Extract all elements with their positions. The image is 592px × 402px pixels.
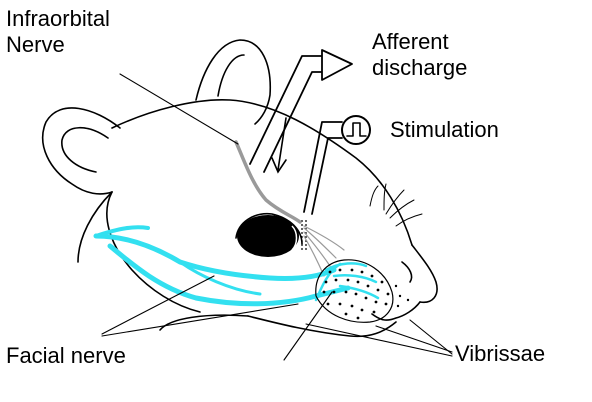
afferent-arrowhead <box>321 49 353 81</box>
afferent-arrow-left-edge <box>249 55 323 165</box>
back-ear-outline <box>195 39 272 125</box>
jaw-outline <box>247 315 397 338</box>
facial-nerve-snout-1 <box>324 262 368 272</box>
facial-nerve-branch-upper <box>94 225 150 238</box>
mouth-outline <box>371 301 421 321</box>
afferent-arrow-right-edge <box>263 71 323 173</box>
throat-outline <box>159 314 249 331</box>
stimulation-electrode <box>303 121 343 213</box>
afferent-label-line2: discharge <box>372 55 468 80</box>
back-ear-inner <box>217 54 245 97</box>
vibrissae-pointer-2 <box>305 323 453 357</box>
facial-nerve-snout-4 <box>314 262 342 302</box>
stimulation-symbol <box>341 115 371 145</box>
infraorbital-branch-4 <box>303 225 345 251</box>
stimulation-electrode-inner <box>311 137 343 215</box>
snout-outline <box>411 244 438 304</box>
facial-pointer-3 <box>283 291 333 361</box>
front-ear-outline <box>41 107 121 195</box>
cheek-outline <box>106 191 201 313</box>
facial-nerve-snout-3 <box>338 284 380 300</box>
neck-outline <box>77 191 113 263</box>
front-ear-inner <box>61 126 109 173</box>
afferent-discharge-label: Afferent discharge <box>372 29 467 81</box>
downward-arrowhead <box>271 157 287 174</box>
facial-pointer-2 <box>101 303 299 337</box>
infraorbital-label-line2: Nerve <box>6 32 65 57</box>
whiskers <box>369 183 423 227</box>
facial-pointer-1 <box>101 275 215 335</box>
facial-nerve-branch-lower <box>107 243 351 307</box>
vibrissae-follicles <box>322 268 410 320</box>
vibrissae-pointer-1 <box>375 325 453 353</box>
facial-nerve-branch-mid <box>178 260 262 296</box>
whisker-pad-outline <box>315 259 394 323</box>
vibrissae-label: Vibrissae <box>455 341 546 366</box>
eye <box>237 215 299 257</box>
stimulation-label: Stimulation <box>390 117 499 142</box>
infraorbital-branch-3 <box>303 235 325 277</box>
infraorbital-nerve <box>234 140 302 224</box>
vibrissae-pointer-3 <box>409 319 453 355</box>
afferent-label-line1: Afferent <box>372 29 449 54</box>
infraorbital-pointer <box>119 73 239 145</box>
nose-outline <box>401 261 413 283</box>
infraorbital-branch-2 <box>303 231 331 267</box>
facial-nerve-label: Facial nerve <box>6 343 126 368</box>
infraorbital-nerve-label: Infraorbital Nerve <box>6 6 110 58</box>
eye-highlight <box>291 225 298 251</box>
facial-nerve-snout-2 <box>332 274 378 284</box>
downward-arrow <box>277 117 287 171</box>
square-pulse-icon <box>346 122 367 137</box>
infraorbital-branch-1 <box>303 227 337 259</box>
facial-nerve-main <box>93 233 337 281</box>
infraorbital-label-line1: Infraorbital <box>6 6 110 31</box>
